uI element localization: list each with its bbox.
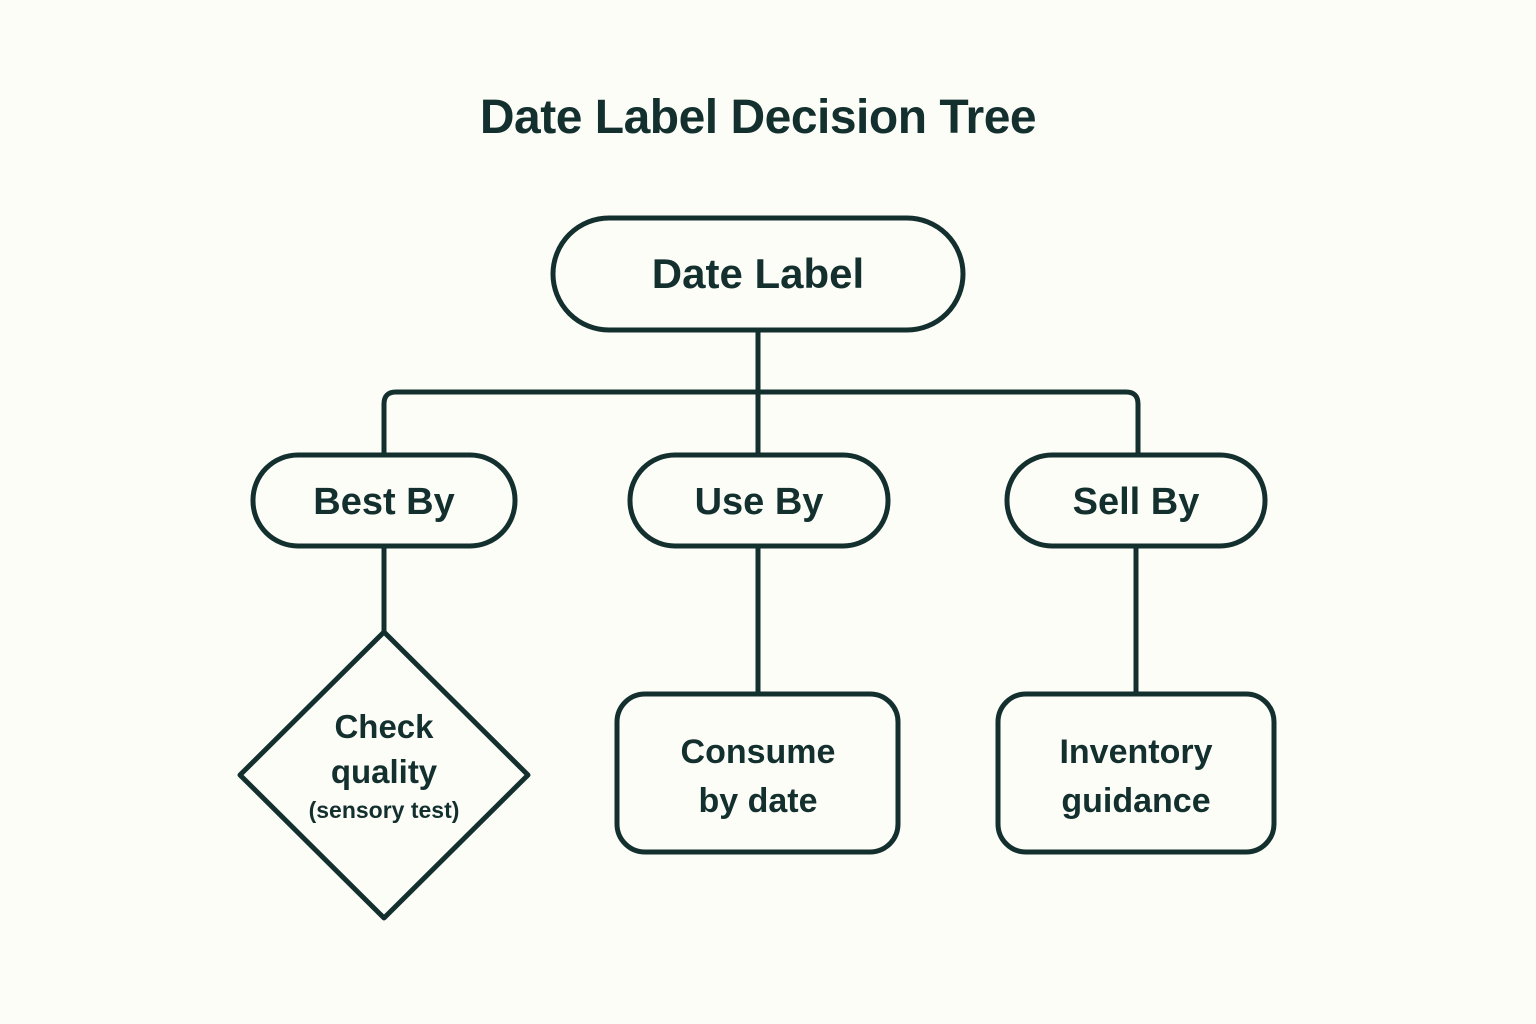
node-inventory-guidance-line2: guidance xyxy=(1061,782,1210,820)
node-best-by-shape[interactable] xyxy=(250,452,518,549)
node-consume-by-date[interactable]: Consume by date xyxy=(614,691,901,855)
connector-bus xyxy=(381,389,1141,455)
node-check-quality-sublabel: (sensory test) xyxy=(309,797,460,823)
node-best-by-text: Best By xyxy=(313,481,455,523)
connector-group xyxy=(381,328,1141,694)
node-inventory-guidance-line1: Inventory xyxy=(1059,733,1212,771)
node-use-by-text: Use By xyxy=(695,481,824,523)
node-check-quality-line1: Check xyxy=(334,708,434,745)
node-sell-by[interactable]: Sell By xyxy=(1004,452,1268,549)
node-use-by[interactable]: Use By xyxy=(627,452,891,549)
node-use-by-shape[interactable] xyxy=(627,452,891,549)
node-best-by[interactable]: Best By xyxy=(250,452,518,549)
node-check-quality-line2: quality xyxy=(331,753,438,790)
node-sell-by-text: Sell By xyxy=(1073,481,1200,523)
node-sell-by-shape[interactable] xyxy=(1004,452,1268,549)
node-consume-by-date-line1: Consume xyxy=(681,733,836,771)
node-check-quality-shape[interactable] xyxy=(237,629,531,921)
node-date-label-shape[interactable] xyxy=(550,215,966,333)
node-date-label-text: Date Label xyxy=(652,250,864,297)
node-consume-by-date-line2: by date xyxy=(698,782,817,820)
page-title: Date Label Decision Tree xyxy=(480,91,1036,144)
node-consume-by-date-shape[interactable] xyxy=(614,691,901,855)
node-inventory-guidance[interactable]: Inventory guidance xyxy=(995,691,1277,855)
node-check-quality[interactable]: Check quality (sensory test) xyxy=(237,629,531,921)
node-inventory-guidance-shape[interactable] xyxy=(995,691,1277,855)
node-date-label[interactable]: Date Label xyxy=(550,215,966,333)
